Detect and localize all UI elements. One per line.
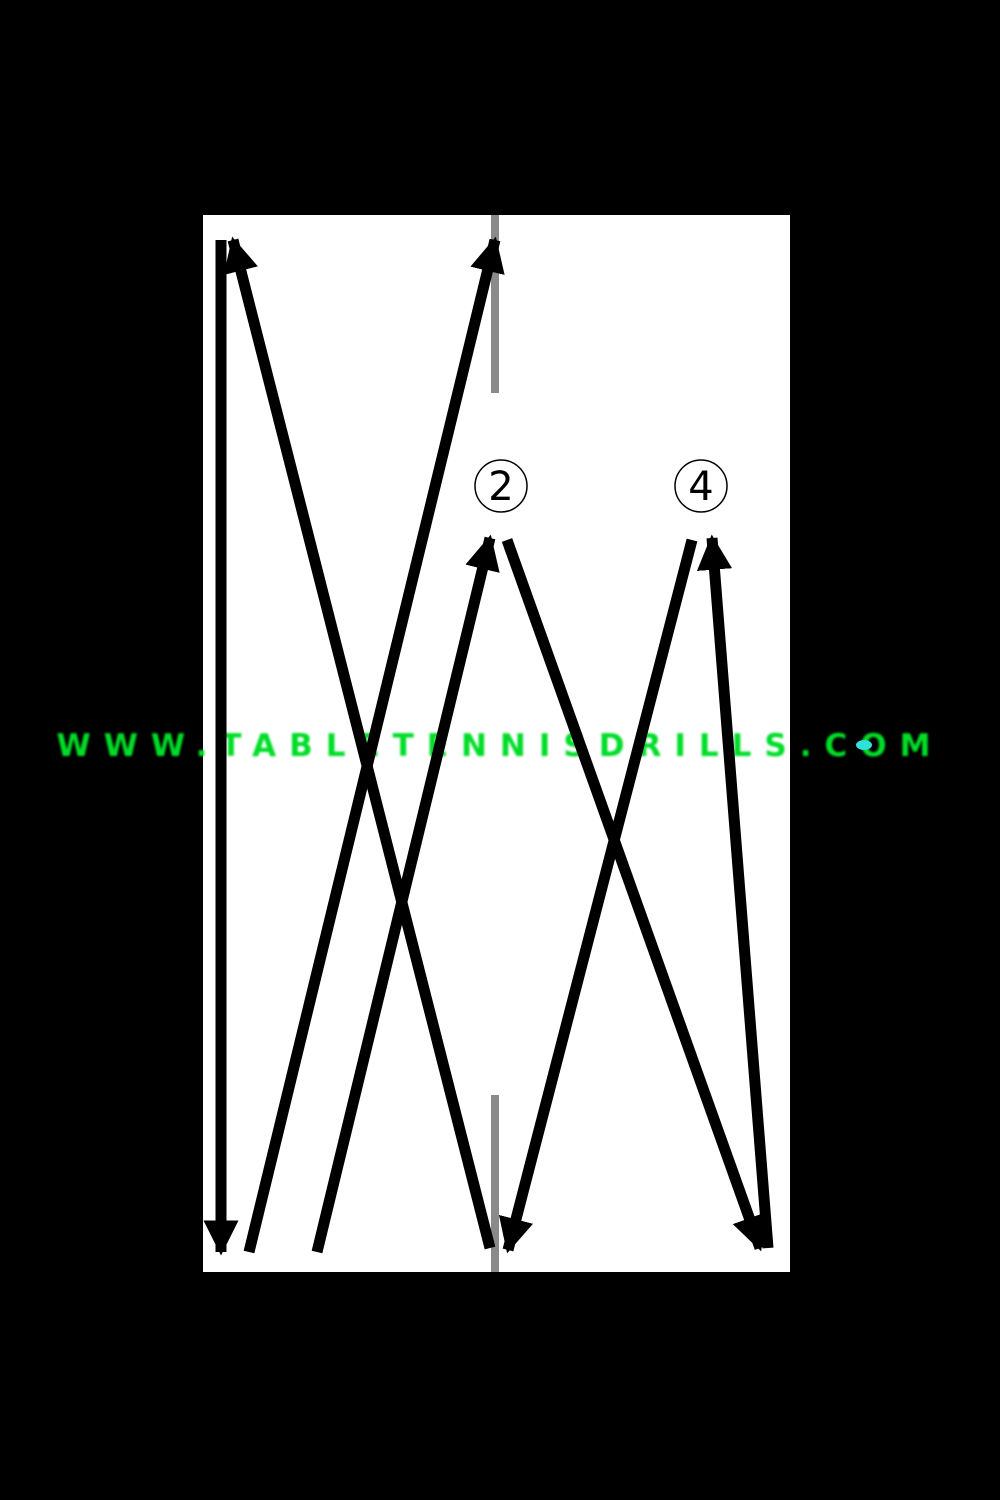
- step-number-4: 4: [688, 464, 713, 510]
- step-circle-4: [674, 459, 728, 513]
- step-number-2: 2: [488, 464, 513, 510]
- watermark-text: WWW.TABLETENNISDRILLS.COM: [57, 728, 944, 764]
- arrow-mid-center-to-bottom-right: [501, 538, 766, 1252]
- arrow-bottom-center-to-top-left: [223, 236, 496, 1250]
- arrow-mid-right-to-bottom-center: [498, 538, 698, 1254]
- watermark-o-dot: [856, 740, 872, 750]
- arrow-bottom-left-to-top-center: [243, 236, 505, 1254]
- arrow-bottom-left-to-mid-center: [311, 534, 500, 1254]
- arrow-bottom-right-to-mid-right: [696, 534, 774, 1249]
- step-circle-2: [474, 459, 528, 513]
